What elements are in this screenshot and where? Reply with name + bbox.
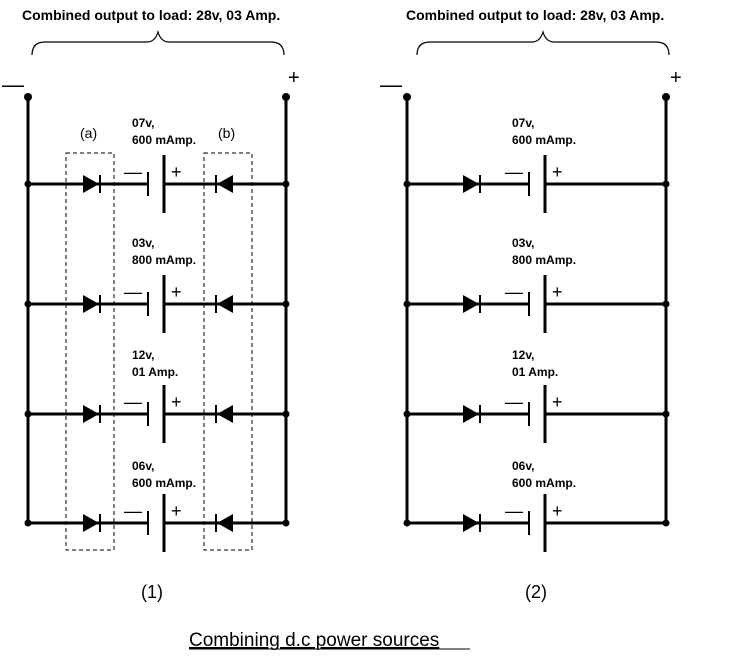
circuit-1-negative-symbol: — xyxy=(2,72,24,97)
circuit-2-output-brace xyxy=(416,29,670,56)
source-current: 800 mAmp. xyxy=(512,253,576,267)
circuit-1-source-row: — + 07v, 600 mAmp. xyxy=(24,116,290,213)
circuit-1-source-row: — + 12v, 01 Amp. xyxy=(24,348,290,443)
diode-icon xyxy=(463,175,479,193)
junction-dot xyxy=(662,410,670,418)
battery-minus-label: — xyxy=(505,501,523,521)
battery-plus-label: + xyxy=(552,392,563,412)
circuit-2-output-label: Combined output to load: 28v, 03 Amp. xyxy=(406,7,664,23)
junction-dot xyxy=(662,300,670,308)
source-current: 01 Amp. xyxy=(512,365,558,379)
junction-dot xyxy=(403,180,411,188)
diode-icon xyxy=(83,405,99,423)
source-current: 800 mAmp. xyxy=(132,253,196,267)
diode-icon xyxy=(83,295,99,313)
circuit-2-positive-symbol: + xyxy=(670,67,682,89)
battery-plus-label: + xyxy=(552,162,563,182)
battery-minus-label: — xyxy=(124,282,142,302)
circuit-1-output-label: Combined output to load: 28v, 03 Amp. xyxy=(22,7,280,23)
diode-icon xyxy=(463,295,479,313)
circuit-1-negative-terminal xyxy=(24,93,32,101)
source-current: 600 mAmp. xyxy=(512,133,576,147)
source-voltage: 06v, xyxy=(132,459,154,473)
junction-dot xyxy=(282,180,290,188)
battery-minus-label: — xyxy=(505,162,523,182)
junction-dot xyxy=(282,410,290,418)
battery-plus-label: + xyxy=(552,501,563,521)
circuit-2-negative-symbol: — xyxy=(380,72,402,97)
source-voltage: 12v, xyxy=(132,348,154,362)
diagram-title: Combining d.c power sources xyxy=(189,630,439,651)
source-voltage: 07v, xyxy=(512,116,534,130)
junction-dot xyxy=(403,519,411,527)
circuit-1-box-a-label: (a) xyxy=(80,125,97,141)
diode-icon xyxy=(83,175,99,193)
junction-dot xyxy=(24,180,32,188)
source-voltage: 07v, xyxy=(132,116,154,130)
circuit-2-positive-terminal xyxy=(662,93,670,101)
circuit-1-label: (1) xyxy=(141,582,163,602)
source-voltage: 12v, xyxy=(512,348,534,362)
circuit-2-source-row: — + 03v, 800 mAmp. xyxy=(403,236,670,333)
source-current: 600 mAmp. xyxy=(132,476,196,490)
circuit-1-source-row: — + 03v, 800 mAmp. xyxy=(24,236,290,333)
battery-plus-label: + xyxy=(552,282,563,302)
battery-minus-label: — xyxy=(505,392,523,412)
source-voltage: 06v, xyxy=(512,459,534,473)
circuit-2-source-row: — + 06v, 600 mAmp. xyxy=(403,459,670,552)
circuit-1-diode-box-b xyxy=(203,152,253,551)
source-current: 600 mAmp. xyxy=(132,133,196,147)
junction-dot xyxy=(403,410,411,418)
battery-minus-label: — xyxy=(505,282,523,302)
junction-dot xyxy=(24,410,32,418)
circuit-2-negative-terminal xyxy=(403,93,411,101)
source-current: 600 mAmp. xyxy=(512,476,576,490)
circuit-1-source-row: — + 06v, 600 mAmp. xyxy=(24,459,290,552)
junction-dot xyxy=(24,300,32,308)
diode-icon xyxy=(463,405,479,423)
junction-dot xyxy=(24,519,32,527)
circuit-1-diode-box-a xyxy=(65,152,115,551)
circuit-2-label: (2) xyxy=(525,582,547,602)
source-voltage: 03v, xyxy=(132,236,154,250)
junction-dot xyxy=(403,300,411,308)
diode-icon xyxy=(83,514,99,532)
diode-icon xyxy=(463,514,479,532)
circuit-1-box-b-label: (b) xyxy=(218,125,235,141)
circuit-1-positive-symbol: + xyxy=(288,67,300,89)
battery-minus-label: — xyxy=(124,501,142,521)
circuit-1: Combined output to load: 28v, 03 Amp. — … xyxy=(2,7,300,602)
circuit-1-output-brace xyxy=(31,29,285,56)
junction-dot xyxy=(282,300,290,308)
diode-icon xyxy=(217,295,233,313)
junction-dot xyxy=(662,519,670,527)
diode-icon xyxy=(217,514,233,532)
source-voltage: 03v, xyxy=(512,236,534,250)
circuit-2: Combined output to load: 28v, 03 Amp. — … xyxy=(380,7,682,602)
battery-plus-label: + xyxy=(171,501,182,521)
junction-dot xyxy=(282,519,290,527)
circuit-2-source-row: — + 12v, 01 Amp. xyxy=(403,348,670,443)
battery-plus-label: + xyxy=(171,392,182,412)
circuit-2-source-row: — + 07v, 600 mAmp. xyxy=(403,116,670,213)
battery-plus-label: + xyxy=(171,162,182,182)
battery-minus-label: — xyxy=(124,392,142,412)
source-current: 01 Amp. xyxy=(132,365,178,379)
diode-icon xyxy=(217,175,233,193)
junction-dot xyxy=(662,180,670,188)
diode-icon xyxy=(217,405,233,423)
battery-minus-label: — xyxy=(124,162,142,182)
battery-plus-label: + xyxy=(171,282,182,302)
circuit-1-positive-terminal xyxy=(282,93,290,101)
